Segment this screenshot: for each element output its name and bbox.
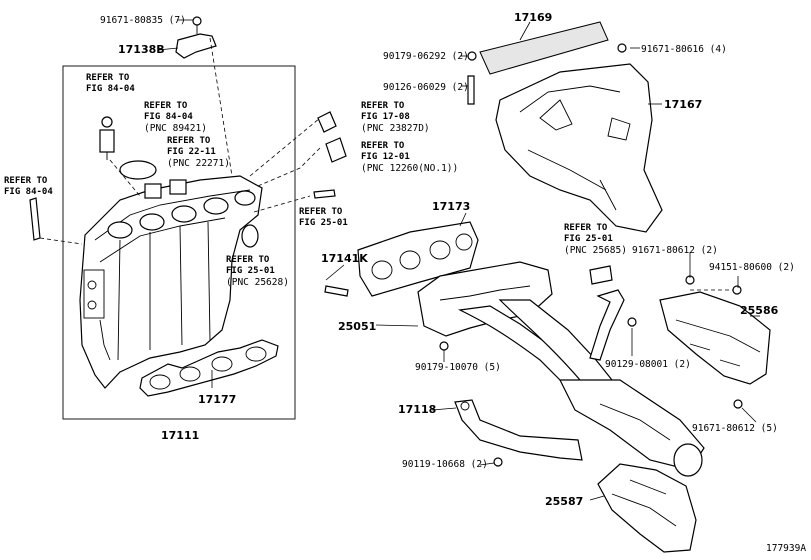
ref-fig-17-08-line2: FIG 17-08 (361, 112, 410, 122)
exhaust-manifold-25051-drawing (417, 261, 705, 477)
exhaust-gasket-17173-drawing (357, 221, 479, 297)
label-91671-80616: 91671-80616 (4) (641, 44, 727, 55)
label-17141k: 17141K (321, 252, 368, 265)
ref-fig-17-08-line3: (PNC 23827D) (361, 123, 430, 134)
ref-fig-22-11-line3: (PNC 22271) (167, 158, 230, 169)
label-25051: 25051 (338, 320, 376, 333)
label-17167: 17167 (664, 98, 702, 111)
bolt-drawing-90179-06292 (467, 51, 477, 61)
bolt-drawing-91671-80616 (617, 43, 627, 53)
hose-connectors-drawing (317, 111, 347, 163)
ref-fig-84-04-c-line2: FIG 84-04 (4, 187, 53, 197)
ref-fig-84-04-a-line2: FIG 84-04 (86, 84, 135, 94)
label-25587: 25587 (545, 495, 583, 508)
heat-insulator-17167-drawing (495, 63, 663, 233)
ref-fig-84-04-b-line1: REFER TO (144, 101, 188, 111)
ref-fig-12-01-line3: (PNC 12260(NO.1)) (361, 163, 458, 174)
label-17111: 17111 (161, 429, 199, 442)
ref-fig-84-04-a-line1: REFER TO (86, 73, 130, 83)
label-17173: 17173 (432, 200, 470, 213)
label-90129-08001: 90129-08001 (2) (605, 359, 691, 370)
ref-fig-25-01-b-line3: (PNC 25628) (226, 277, 289, 288)
stud-drawing-90126 (467, 75, 475, 105)
label-17177: 17177 (198, 393, 236, 406)
label-17169: 17169 (514, 11, 552, 24)
ref-fig-84-04-b-line3: (PNC 89421) (144, 123, 207, 134)
insulator-17169-drawing (479, 21, 609, 75)
ring-gasket-drawing (241, 224, 259, 248)
pipe-bend-drawing (589, 289, 625, 361)
ref-fig-12-01-line2: FIG 12-01 (361, 152, 410, 162)
label-90179-06292: 90179-06292 (2) (383, 51, 469, 62)
label-25586: 25586 (740, 304, 779, 317)
label-91671-80612-a: 91671-80612 (2) (632, 245, 718, 256)
ref-fig-17-08-line1: REFER TO (361, 101, 405, 111)
flange-gasket-25685-drawing (589, 265, 613, 285)
ref-fig-25-01-b-line2: FIG 25-01 (226, 266, 275, 276)
ref-fig-84-04-c-line1: REFER TO (4, 176, 48, 186)
label-90179-10070: 90179-10070 (5) (415, 362, 501, 373)
ref-fig-22-11-line1: REFER TO (167, 136, 211, 146)
intake-manifold-drawing (79, 175, 263, 389)
label-91671-80612-b: 91671-80612 (5) (692, 423, 778, 434)
ref-fig-12-01-line1: REFER TO (361, 141, 405, 151)
label-90119-10668: 90119-10668 (2) (402, 459, 488, 470)
dashed-leader-lines (39, 37, 737, 291)
ref-fig-25-01-c-line2: FIG 25-01 (564, 234, 613, 244)
leader-lines (157, 19, 760, 501)
ref-fig-25-01-a-line2: FIG 25-01 (299, 218, 348, 228)
ref-fig-84-04-b-line2: FIG 84-04 (144, 112, 193, 122)
sensor-drawing (99, 116, 115, 160)
label-94151-80600: 94151-80600 (2) (709, 262, 795, 273)
heat-insulator-25587-drawing (597, 463, 697, 553)
ref-fig-22-11-line2: FIG 22-11 (167, 147, 216, 157)
ref-fig-25-01-b-line1: REFER TO (226, 255, 270, 265)
bracket-17118-drawing (454, 399, 583, 461)
illustration-code: 177939A (766, 543, 806, 554)
stud-center-drawing (313, 189, 336, 199)
stud-17141k-drawing (324, 285, 349, 297)
intake-manifold-group-box (62, 65, 296, 420)
ref-fig-25-01-c-line3: (PNC 25685) (564, 245, 627, 256)
ref-fig-25-01-c-line1: REFER TO (564, 223, 608, 233)
label-17138b: 17138B (118, 43, 165, 56)
label-90126-06029: 90126-06029 (2) (383, 82, 469, 93)
intake-gasket-17177-drawing (139, 339, 279, 397)
ref-fig-25-01-a-line1: REFER TO (299, 207, 343, 217)
bracket-17138b-drawing (175, 16, 217, 59)
label-91671-80835: 91671-80835 (7) (100, 15, 186, 26)
heat-insulator-25586-drawing (659, 291, 771, 385)
label-17118: 17118 (398, 403, 436, 416)
stud-left-drawing (29, 197, 41, 241)
o-ring-drawing (119, 160, 157, 180)
